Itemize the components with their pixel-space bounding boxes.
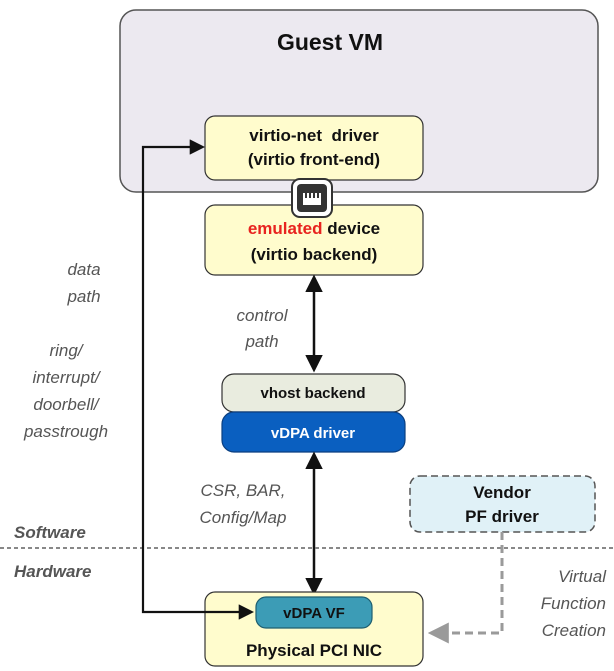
ring-label-1: ring/ <box>49 341 84 360</box>
csr-label-2: Config/Map <box>200 508 287 527</box>
virtual-function-arrow <box>427 532 504 644</box>
ring-label-4: passtrough <box>23 422 108 441</box>
emulated-device-label: emulated device <box>248 219 380 238</box>
physical-pci-nic-label: Physical PCI NIC <box>246 641 382 660</box>
vendor-label: Vendor <box>473 483 531 502</box>
vdpa-vf-box <box>255 596 373 629</box>
hardware-label: Hardware <box>14 562 91 581</box>
data-path-label-1: data <box>67 260 100 279</box>
software-label: Software <box>14 523 86 542</box>
virtio-front-end-label: (virtio front-end) <box>248 150 380 169</box>
emulated-highlight: emulated <box>248 219 323 238</box>
virtual-label-2: Function <box>541 594 606 613</box>
virtual-label-1: Virtual <box>558 567 607 586</box>
device-word: device <box>322 219 380 238</box>
virtio-backend-label: (virtio backend) <box>251 245 378 264</box>
csr-label-1: CSR, BAR, <box>200 481 285 500</box>
data-path-label-2: path <box>66 287 100 306</box>
vdpa-vf-label: vDPA VF <box>283 605 345 622</box>
pf-driver-label: PF driver <box>465 507 539 526</box>
control-path-label-1: control <box>236 306 288 325</box>
ring-label-3: doorbell/ <box>33 395 100 414</box>
virtio-net-driver-label: virtio-net driver <box>249 126 379 145</box>
control-path-label-2: path <box>244 332 278 351</box>
ethernet-port-icon <box>291 178 333 218</box>
data-path-connector <box>141 139 255 620</box>
vhost-backend-label: vhost backend <box>260 385 365 402</box>
guest-vm-title: Guest VM <box>277 29 383 55</box>
ring-label-2: interrupt/ <box>32 368 101 387</box>
virtual-label-3: Creation <box>542 621 606 640</box>
vdpa-driver-label: vDPA driver <box>271 425 355 442</box>
